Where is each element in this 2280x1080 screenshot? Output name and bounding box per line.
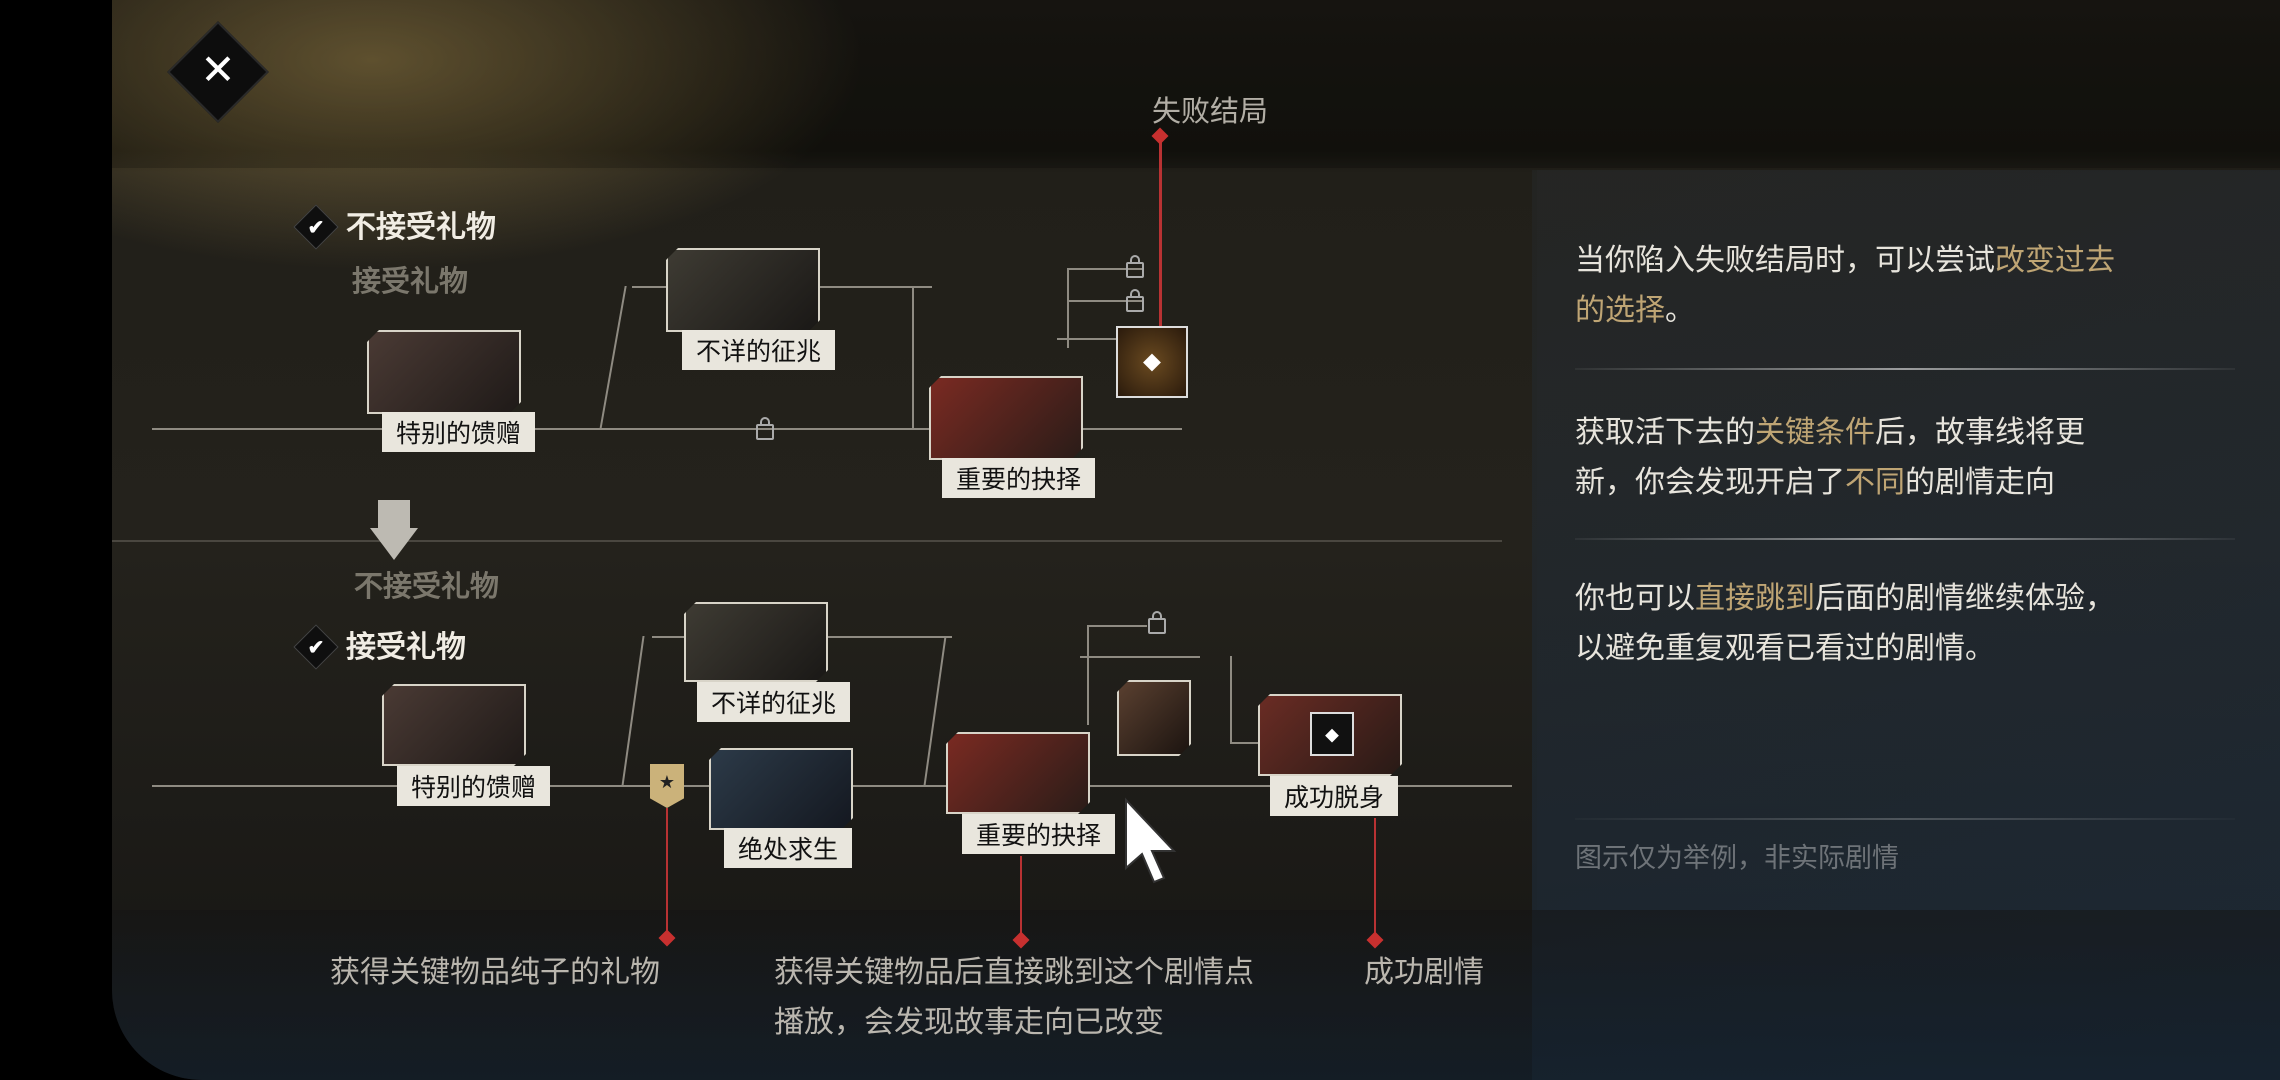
text: 后面的剧情继续体验，以避免重复观看已看过的剧情。 bbox=[1575, 581, 2115, 666]
node-gift-1[interactable]: 特别的馈赠 bbox=[382, 412, 536, 452]
text: 获取活下去的 bbox=[1575, 415, 1755, 450]
node-thumbnail[interactable] bbox=[666, 248, 820, 332]
check-icon: ✔ bbox=[293, 204, 339, 250]
choice-selected-1: ✔不接受礼物 bbox=[293, 202, 496, 250]
node-thumbnail[interactable] bbox=[946, 732, 1090, 814]
timeline-1 bbox=[152, 428, 1182, 430]
caption-line bbox=[666, 808, 668, 938]
separator bbox=[1575, 538, 2235, 540]
failure-line bbox=[1159, 138, 1162, 338]
node-thumbnail[interactable] bbox=[709, 748, 853, 830]
choice-other-1: 接受礼物 bbox=[352, 264, 469, 298]
branch-line bbox=[1087, 625, 1147, 627]
separator bbox=[1575, 818, 2235, 820]
close-icon[interactable]: ✕ bbox=[200, 45, 236, 94]
cursor-icon bbox=[1125, 797, 1177, 884]
lock-icon bbox=[1126, 255, 1144, 278]
location-pin-icon: ⬥ bbox=[1325, 722, 1339, 746]
top-band bbox=[112, 0, 2280, 168]
node-thumbnail[interactable] bbox=[929, 376, 1083, 460]
info-panel bbox=[1537, 170, 2280, 910]
branch-line bbox=[1087, 625, 1089, 725]
star-icon: ★ bbox=[658, 772, 676, 793]
caption-success: 成功剧情 bbox=[1364, 955, 1484, 990]
node-omen-1[interactable]: 不详的征兆 bbox=[682, 330, 836, 370]
success-pin: ⬥ bbox=[1310, 712, 1354, 756]
text: 后，故事线将更新，你会发现开启了 bbox=[1575, 415, 2085, 500]
branch-line bbox=[599, 286, 627, 430]
highlight-text: 直接跳到 bbox=[1695, 581, 1815, 616]
caption-line bbox=[1020, 856, 1022, 940]
tutorial-screen: ✕ 失败结局 ✔不接受礼物 接受礼物 特别的馈赠 不详的征兆 重要的抉择 ⬥ 不… bbox=[112, 0, 2280, 1080]
node-escape[interactable]: 绝处求生 bbox=[724, 828, 853, 868]
text: 当你陷入失败结局时，可以尝试 bbox=[1575, 243, 1995, 278]
branch-line bbox=[1230, 656, 1232, 742]
node-omen-2[interactable]: 不详的征兆 bbox=[697, 682, 851, 722]
branch-line bbox=[912, 286, 914, 430]
node-thumbnail-small[interactable] bbox=[1117, 680, 1191, 756]
bottom-band bbox=[112, 910, 2280, 1080]
text: 。 bbox=[1665, 293, 1695, 328]
branch-line bbox=[1067, 268, 1069, 348]
highlight-text: 关键条件 bbox=[1755, 415, 1875, 450]
arrow-down-icon bbox=[370, 500, 418, 560]
info-text-2: 获取活下去的关键条件后，故事线将更新，你会发现开启了不同的剧情走向 bbox=[1575, 408, 2135, 508]
caption-key-item: 获得关键物品纯子的礼物 bbox=[330, 955, 660, 990]
lock-icon bbox=[756, 417, 774, 440]
node-choice-2[interactable]: 重要的抉择 bbox=[962, 814, 1116, 854]
failure-node[interactable]: ⬥ bbox=[1116, 326, 1188, 398]
node-thumbnail[interactable] bbox=[367, 330, 521, 414]
lock-icon bbox=[1126, 289, 1144, 312]
branch-line bbox=[1067, 268, 1142, 270]
branch-line bbox=[1067, 300, 1142, 302]
node-thumbnail[interactable] bbox=[684, 602, 828, 682]
info-text-1: 当你陷入失败结局时，可以尝试改变过去的选择。 bbox=[1575, 236, 2135, 336]
location-pin-icon: ⬥ bbox=[1142, 346, 1162, 377]
branch-line bbox=[1080, 656, 1200, 658]
choice-other-2: 不接受礼物 bbox=[354, 569, 500, 603]
choice-label: 接受礼物 bbox=[346, 630, 466, 665]
text: 的剧情走向 bbox=[1905, 465, 2055, 500]
branch-line bbox=[923, 636, 947, 786]
key-item-marker: ★ bbox=[650, 764, 684, 808]
lock-icon bbox=[1148, 611, 1166, 634]
section-divider bbox=[112, 540, 1502, 542]
branch-line bbox=[621, 636, 645, 786]
branch-line bbox=[1057, 338, 1117, 340]
check-icon: ✔ bbox=[293, 624, 339, 670]
node-choice-1[interactable]: 重要的抉择 bbox=[942, 458, 1096, 498]
disclaimer-note: 图示仅为举例，非实际剧情 bbox=[1575, 843, 1899, 874]
node-thumbnail[interactable] bbox=[382, 684, 526, 766]
choice-label: 不接受礼物 bbox=[346, 210, 496, 245]
caption-jump: 获得关键物品后直接跳到这个剧情点播放，会发现故事走向已改变 bbox=[774, 955, 1254, 1040]
choice-selected-2: ✔接受礼物 bbox=[293, 622, 466, 670]
node-success[interactable]: 成功脱身 bbox=[1270, 776, 1399, 816]
info-text-3: 你也可以直接跳到后面的剧情继续体验，以避免重复观看已看过的剧情。 bbox=[1575, 574, 2135, 674]
failure-ending-caption: 失败结局 bbox=[1152, 94, 1269, 128]
text: 你也可以 bbox=[1575, 581, 1695, 616]
separator bbox=[1575, 368, 2235, 370]
highlight-text: 不同 bbox=[1845, 465, 1905, 500]
node-gift-2[interactable]: 特别的馈赠 bbox=[397, 766, 551, 806]
caption-line bbox=[1374, 818, 1376, 938]
highlight-text: 改变过去的选择 bbox=[1575, 243, 2115, 328]
